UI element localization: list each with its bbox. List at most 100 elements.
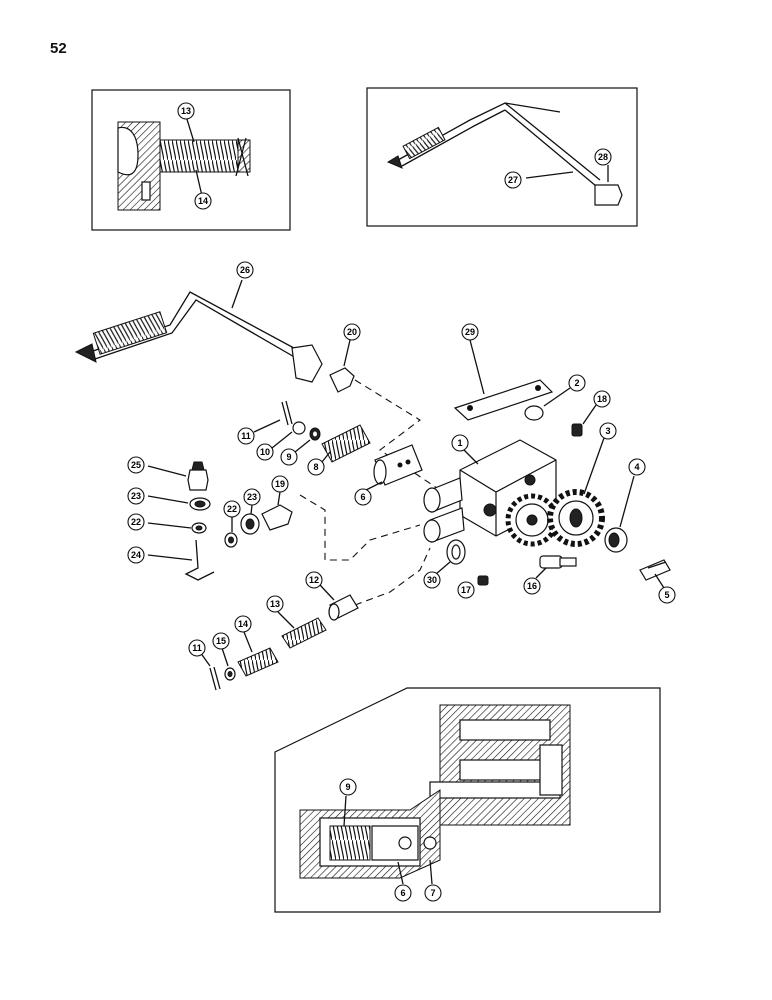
washer-9 — [294, 427, 321, 453]
cap-4 — [604, 475, 635, 553]
callout-29: 29 — [461, 323, 479, 341]
crank-handle-26 — [74, 279, 323, 383]
callout-13: 13 — [266, 595, 284, 613]
callout-8: 8 — [307, 458, 325, 476]
callout-23-left: 23 — [127, 487, 145, 505]
callout-3: 3 — [599, 422, 617, 440]
bolt-16 — [535, 555, 577, 579]
callout-label: 6 — [360, 492, 365, 502]
callout-9: 9 — [280, 448, 298, 466]
spring-14 — [237, 631, 279, 677]
callout-22-mid: 22 — [223, 500, 241, 518]
callout-label: 18 — [597, 394, 607, 404]
callout-11-lower: 11 — [188, 639, 206, 657]
callout-label: 20 — [347, 327, 357, 337]
callout-label: 13 — [181, 106, 191, 116]
pin-11-upper — [253, 400, 293, 433]
washer-15 — [221, 647, 236, 681]
callout-12: 12 — [305, 571, 323, 589]
callout-10: 10 — [256, 443, 274, 461]
callout-17: 17 — [457, 581, 475, 599]
callout-label: 23 — [131, 491, 141, 501]
callout-18: 18 — [593, 390, 611, 408]
callout-label: 11 — [192, 643, 202, 653]
callout-label: 4 — [634, 462, 639, 472]
inset-crank-handle — [366, 87, 638, 227]
callout-label: 5 — [664, 590, 669, 600]
callout-label: 16 — [527, 581, 537, 591]
callout-label: 3 — [605, 426, 610, 436]
callout-label: 22 — [227, 504, 237, 514]
callout-4: 4 — [628, 458, 646, 476]
callout-2: 2 — [568, 374, 586, 392]
plug-17 — [477, 575, 489, 586]
nut-22-mid — [224, 517, 238, 548]
callout-label: 10 — [260, 447, 270, 457]
callout-25: 25 — [127, 456, 145, 474]
fitting-19 — [261, 491, 293, 531]
callout-label: 8 — [313, 462, 318, 472]
inset-section-view — [274, 687, 661, 913]
callout-label: 1 — [457, 438, 462, 448]
spring-13 — [277, 611, 327, 649]
washer-23-left — [147, 495, 211, 511]
fitting-25 — [147, 461, 209, 491]
pump-body-1 — [423, 439, 557, 543]
callout-16: 16 — [523, 577, 541, 595]
callout-label: 12 — [309, 575, 319, 585]
callout-20: 20 — [343, 323, 361, 341]
bolt-5 — [639, 559, 671, 589]
pin-11-lower — [199, 651, 221, 691]
gear-3 — [547, 437, 605, 547]
callout-label: 25 — [131, 460, 141, 470]
callout-label: 17 — [461, 585, 471, 595]
callout-6: 6 — [354, 488, 372, 506]
callout-23-mid: 23 — [243, 488, 261, 506]
callout-11-upper: 11 — [237, 427, 255, 445]
callout-1: 1 — [451, 434, 469, 452]
callout-label: 27 — [508, 175, 518, 185]
callout-24: 24 — [127, 546, 145, 564]
callout-label: 24 — [131, 550, 141, 560]
callout-5: 5 — [658, 586, 676, 604]
page-number: 52 — [50, 40, 67, 57]
callout-label: 9 — [345, 782, 350, 792]
callout-label: 14 — [238, 619, 248, 629]
callout-label: 23 — [247, 492, 257, 502]
nut-22-left — [147, 522, 207, 534]
callout-label: 6 — [400, 888, 405, 898]
callout-26: 26 — [236, 261, 254, 279]
callout-6-inset: 6 — [394, 884, 412, 902]
callout-15: 15 — [212, 632, 230, 650]
callout-label: 11 — [241, 431, 251, 441]
sleeve-12 — [319, 584, 359, 621]
callout-14: 14 — [234, 615, 252, 633]
washer-23-mid — [240, 504, 260, 535]
ball-10 — [271, 421, 306, 449]
inset-spring-detail — [91, 89, 291, 231]
callout-28: 28 — [594, 148, 612, 166]
plate-29 — [453, 339, 554, 421]
dowel-2 — [524, 387, 571, 421]
callout-label: 14 — [198, 196, 208, 206]
callout-22-left: 22 — [127, 513, 145, 531]
callout-label: 29 — [465, 327, 475, 337]
callout-19: 19 — [271, 475, 289, 493]
plug-18 — [571, 404, 597, 437]
callout-7-inset: 7 — [424, 884, 442, 902]
callout-label: 22 — [131, 517, 141, 527]
callout-30: 30 — [423, 571, 441, 589]
callout-13-inset: 13 — [177, 102, 195, 120]
callout-label: 19 — [275, 479, 285, 489]
callout-label: 15 — [216, 636, 226, 646]
callout-9-inset: 9 — [339, 778, 357, 796]
ring-30 — [435, 539, 466, 575]
callout-label: 28 — [598, 152, 608, 162]
spring-8 — [321, 424, 371, 463]
callout-label: 13 — [270, 599, 280, 609]
callout-label: 2 — [574, 378, 579, 388]
rod-24 — [147, 539, 215, 581]
callout-14-inset: 14 — [194, 192, 212, 210]
fitting-20 — [329, 339, 355, 393]
